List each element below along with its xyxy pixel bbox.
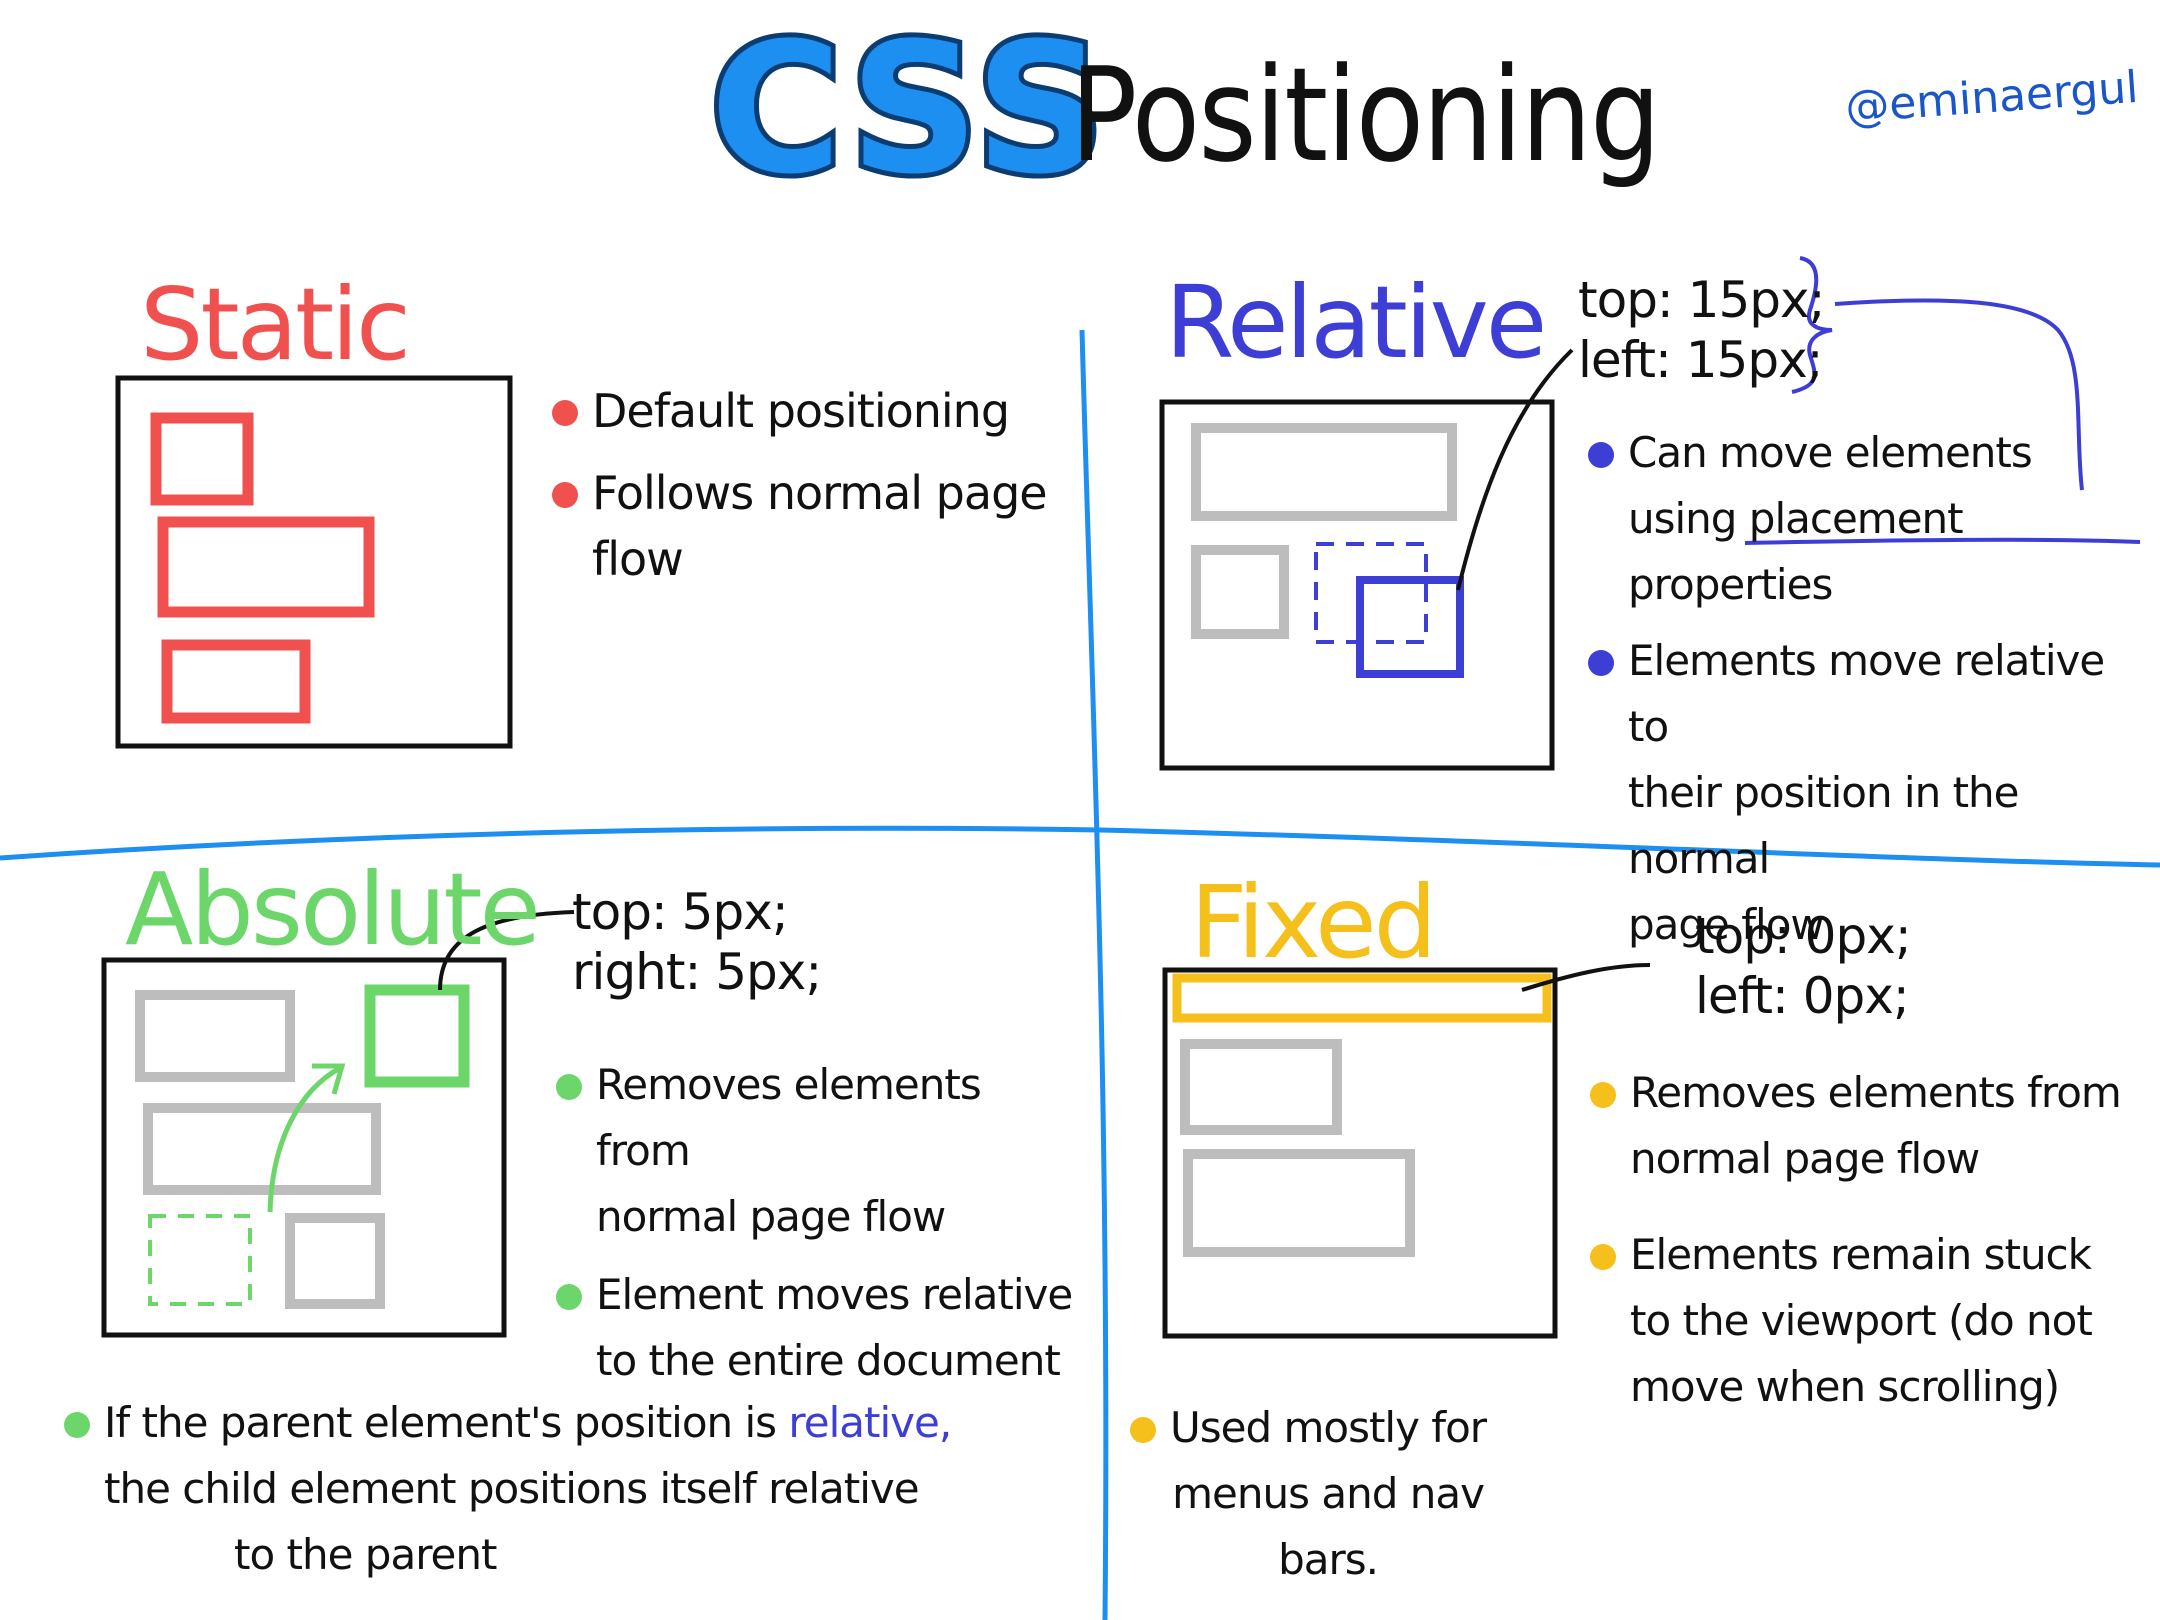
absolute-note: If the parent element's position is rela… <box>64 1390 1074 1588</box>
static-bullet-2: Follows normal page flow <box>552 460 1052 592</box>
absolute-heading: Absolute <box>125 851 541 968</box>
fixed-bullet-2: Elements remain stuck to the viewport (d… <box>1590 1222 2150 1420</box>
fixed-grey-box-2 <box>1183 1149 1415 1257</box>
bullet-dot-icon <box>552 400 578 426</box>
fixed-code-pointer <box>1521 963 1651 992</box>
relative-code: top: 15px; left: 15px; <box>1578 271 1825 389</box>
relative-bullet-1: Can move elements using placement proper… <box>1588 420 2148 618</box>
bullet-dot-icon <box>1590 1244 1616 1270</box>
absolute-bullet-1: Removes elements from normal page flow <box>556 1052 1076 1250</box>
fixed-grey-box-1 <box>1180 1039 1342 1135</box>
relative-brace-link <box>1834 298 2084 491</box>
absolute-frame <box>101 957 507 1338</box>
bullet-dot-icon <box>1590 1082 1616 1108</box>
vertical-divider <box>1079 329 1109 1620</box>
bullet-dot-icon <box>1588 650 1614 676</box>
bullet-dot-icon <box>1130 1417 1156 1443</box>
absolute-note-highlight: relative, <box>788 1398 952 1447</box>
bullet-dot-icon <box>556 1284 582 1310</box>
relative-heading: Relative <box>1165 264 1547 381</box>
absolute-move-arrowhead <box>312 1063 346 1095</box>
static-box-3 <box>161 639 311 724</box>
static-box-1 <box>150 412 254 506</box>
absolute-note-text: If the parent element's position is <box>104 1398 777 1447</box>
absolute-grey-box-1 <box>135 990 295 1082</box>
static-heading: Static <box>140 266 411 383</box>
absolute-bullets: Removes elements from normal page flow E… <box>556 1052 1076 1394</box>
bullet-dot-icon <box>556 1074 582 1100</box>
fixed-bullet-1: Removes elements from normal page flow <box>1590 1060 2150 1192</box>
relative-bullet-2: Elements move relative to their position… <box>1588 628 2148 958</box>
absolute-code: top: 5px; right: 5px; <box>572 883 822 1001</box>
absolute-grey-box-2 <box>143 1103 381 1195</box>
static-bullet-1: Default positioning <box>552 378 1052 444</box>
relative-brace <box>1791 256 1833 394</box>
absolute-move-arrow <box>267 1065 342 1213</box>
relative-grey-box-1 <box>1191 423 1457 521</box>
title-css: CSS <box>705 5 1110 214</box>
bullet-dot-icon <box>1588 442 1614 468</box>
fixed-note: Used mostly for menus and nav bars. <box>1130 1395 1570 1593</box>
fixed-bar <box>1172 973 1552 1023</box>
placement-properties-underline <box>1744 537 2141 545</box>
horizontal-divider <box>0 825 2160 868</box>
fixed-bullets: Removes elements from normal page flow E… <box>1590 1060 2150 1420</box>
fixed-heading: Fixed <box>1190 864 1437 981</box>
relative-bullets: Can move elements using placement proper… <box>1588 420 2148 958</box>
bullet-dot-icon <box>552 482 578 508</box>
fixed-code: top: 0px; left: 0px; <box>1695 907 1912 1025</box>
absolute-grey-box-3 <box>285 1213 385 1309</box>
absolute-bullet-2: Element moves relative to the entire doc… <box>556 1262 1076 1394</box>
absolute-original-position <box>148 1214 252 1306</box>
absolute-code-pointer <box>438 910 575 991</box>
static-bullets: Default positioning Follows normal page … <box>552 378 1052 592</box>
fixed-frame <box>1162 967 1558 1339</box>
relative-original-position <box>1314 542 1428 644</box>
relative-grey-box-2 <box>1191 545 1289 639</box>
relative-code-pointer <box>1456 348 1574 591</box>
relative-moved-box <box>1356 576 1464 678</box>
title-positioning: Positioning <box>1070 39 1661 191</box>
static-frame <box>115 375 513 749</box>
relative-frame <box>1159 399 1555 771</box>
bullet-dot-icon <box>64 1412 90 1438</box>
static-box-2 <box>157 516 375 618</box>
absolute-moved-box <box>364 984 470 1088</box>
